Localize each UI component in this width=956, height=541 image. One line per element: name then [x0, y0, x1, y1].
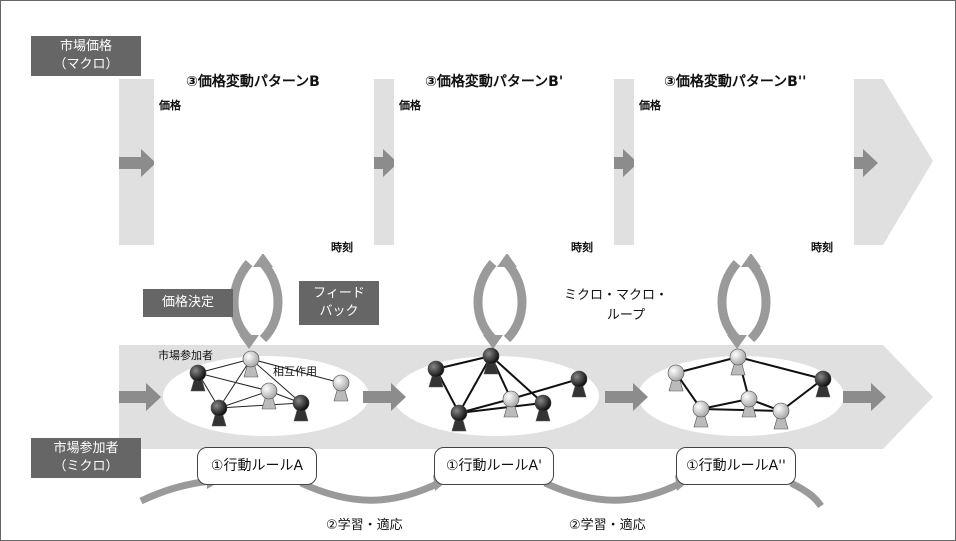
panel-2-ylabel: 価格	[399, 99, 421, 112]
loop-arrows	[229, 260, 771, 343]
agent-figure	[772, 402, 790, 430]
agent-figure	[242, 350, 260, 378]
micro-label-line1: 市場参加者	[53, 441, 119, 456]
agent-figure	[534, 394, 552, 422]
panel-2-xlabel: 時刻	[571, 241, 593, 254]
agent-figure	[502, 390, 520, 418]
rule-box-3: ①行動ルールA''	[676, 447, 796, 485]
panel-3-ylabel: 価格	[639, 99, 661, 112]
macro-flow-arrows	[119, 149, 878, 177]
micro-label-line2: （ミクロ）	[53, 459, 119, 474]
agent-figure	[729, 348, 747, 376]
loop-line1: ミクロ・マクロ・	[564, 288, 669, 303]
micro-label: 市場参加者 （ミクロ）	[31, 438, 141, 478]
panel-3-xlabel: 時刻	[811, 241, 833, 254]
macro-label: 市場価格 （マクロ）	[31, 36, 141, 76]
learning-label-2: ②学習・適応	[569, 518, 646, 533]
agent-figure	[692, 400, 710, 428]
price-decision-text: 価格決定	[161, 295, 214, 310]
chart-panel-3	[634, 68, 854, 254]
macro-label-line2: （マクロ）	[53, 57, 119, 72]
panel-1-xlabel: 時刻	[331, 241, 353, 254]
agents	[189, 347, 832, 432]
agent-figure	[570, 370, 588, 398]
panel-1-ylabel: 価格	[159, 99, 181, 112]
macro-label-line1: 市場価格	[59, 39, 112, 54]
panel-3-title: ③価格変動パターンB''	[664, 74, 807, 90]
participant-label: 市場参加者	[158, 349, 213, 362]
agent-figure	[450, 404, 468, 432]
agent-figure	[189, 364, 207, 392]
learning-curves	[139, 477, 824, 509]
rule-box-2: ①行動ルールA'	[434, 447, 554, 485]
feedback-line2: バック	[319, 304, 359, 319]
feedback-label: フィード バック	[299, 281, 379, 325]
micro-macro-loop-label: ミクロ・マクロ・ ループ	[564, 286, 668, 326]
agent-figure	[667, 364, 685, 392]
agent-figure	[260, 382, 278, 410]
loop-line2: ループ	[606, 308, 646, 323]
price-decision-label: 価格決定	[143, 289, 233, 317]
agent-figure	[482, 347, 500, 375]
agent-figure	[740, 390, 758, 418]
panel-1-title: ③価格変動パターンB	[186, 74, 320, 90]
interaction-label: 相互作用	[273, 365, 317, 378]
chart-panel-2	[394, 68, 614, 254]
agent-figure	[332, 374, 350, 402]
agent-figure	[427, 360, 445, 388]
agent-figure	[292, 394, 310, 422]
rule-box-1: ①行動ルールA	[197, 447, 317, 485]
micro-flow-arrows	[119, 383, 886, 411]
agent-figure	[814, 370, 832, 398]
panel-2-title: ③価格変動パターンB'	[425, 74, 564, 90]
chart-panel-1	[154, 68, 374, 254]
agent-figure	[210, 399, 228, 427]
feedback-line1: フィード	[313, 286, 365, 301]
agent-group-oval-3	[638, 356, 844, 436]
learning-label-1: ②学習・適応	[326, 518, 403, 533]
